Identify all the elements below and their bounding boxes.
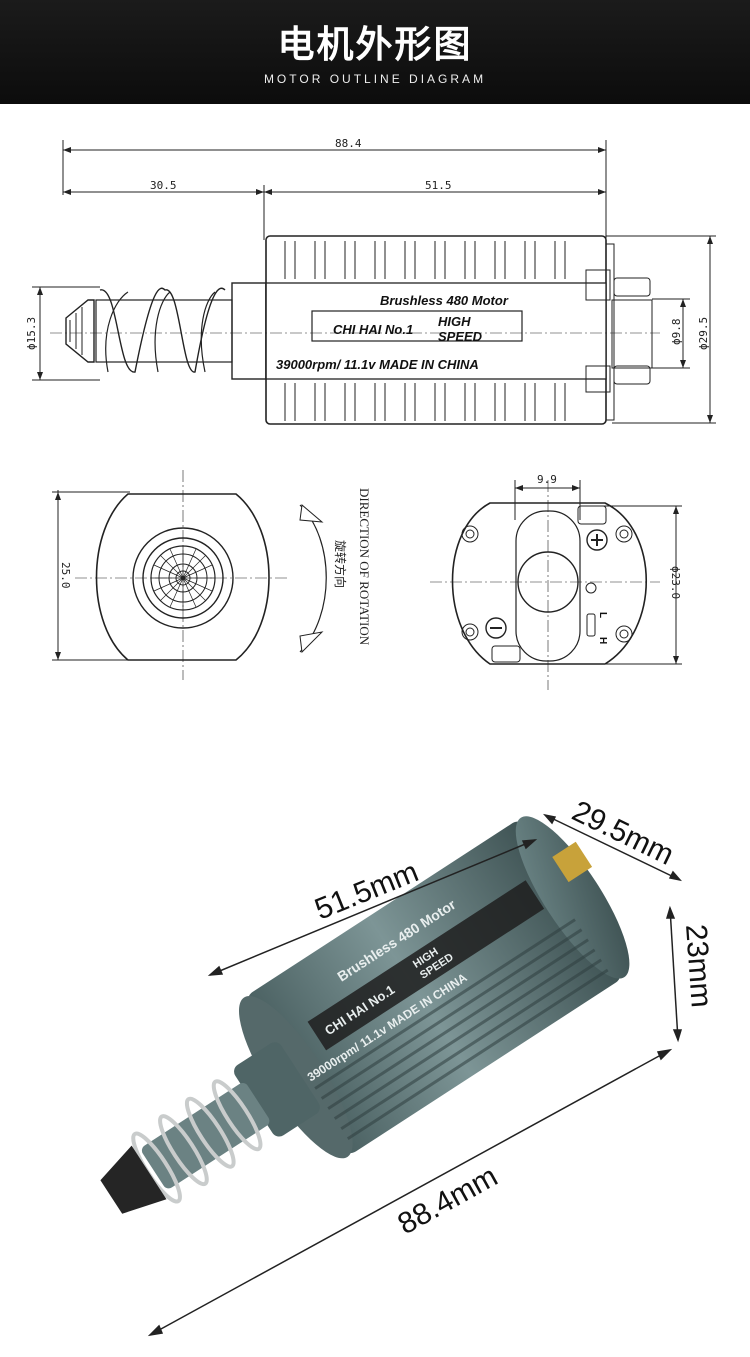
switch-label-h: H <box>597 637 608 644</box>
dim-small-diameter: ϕ9.8 <box>670 319 683 346</box>
motor-label-speed: SPEED <box>438 329 483 344</box>
photo-dim-height: 23mm <box>679 923 718 1008</box>
photo-dim-body-length: 51.5mm <box>310 855 423 926</box>
rotation-label-cn: 旋转方向 <box>333 540 348 588</box>
motor-label-line1: Brushless 480 Motor <box>380 293 509 308</box>
photo-dim-total-length: 88.4mm <box>392 1160 503 1241</box>
title-en: MOTOR OUTLINE DIAGRAM <box>263 72 487 86</box>
outline-drawing: 88.4 30.5 51.5 ϕ15.3 ϕ29.5 ϕ9.8 Brushles… <box>25 137 716 690</box>
dim-total: 88.4 <box>335 137 362 150</box>
photo-dim-diameter: 29.5mm <box>567 795 679 872</box>
motor-label-brand: CHI HAI No.1 <box>333 322 413 337</box>
switch-label-l: L <box>597 612 608 618</box>
dim-height: ϕ23.0 <box>669 566 682 599</box>
photo-label-line3: 39000rpm/ 11.1v MADE IN CHINA <box>305 970 470 1084</box>
dim-body-diameter: ϕ29.5 <box>697 317 710 350</box>
photo-label-speed: SPEED <box>418 951 456 981</box>
dim-width: 25.0 <box>59 562 72 589</box>
motor-label-high: HIGH <box>438 314 471 329</box>
photo-label-brand: CHI HAI No.1 <box>322 982 397 1038</box>
motor-label-line3: 39000rpm/ 11.1v MADE IN CHINA <box>276 357 479 372</box>
photo-label-high: HIGH <box>411 946 441 971</box>
dim-top-sep: 9.9 <box>537 473 557 486</box>
title-cn: 电机外形图 <box>277 23 473 66</box>
page-header: 电机外形图 MOTOR OUTLINE DIAGRAM <box>0 0 750 104</box>
photo-label-line1: Brushless 480 Motor <box>334 896 459 985</box>
dim-shaft-diameter: ϕ15.3 <box>25 317 38 350</box>
dim-front: 30.5 <box>150 179 177 192</box>
dim-body: 51.5 <box>425 179 452 192</box>
rotation-label-en: DIRECTION OF ROTATION <box>357 488 372 646</box>
